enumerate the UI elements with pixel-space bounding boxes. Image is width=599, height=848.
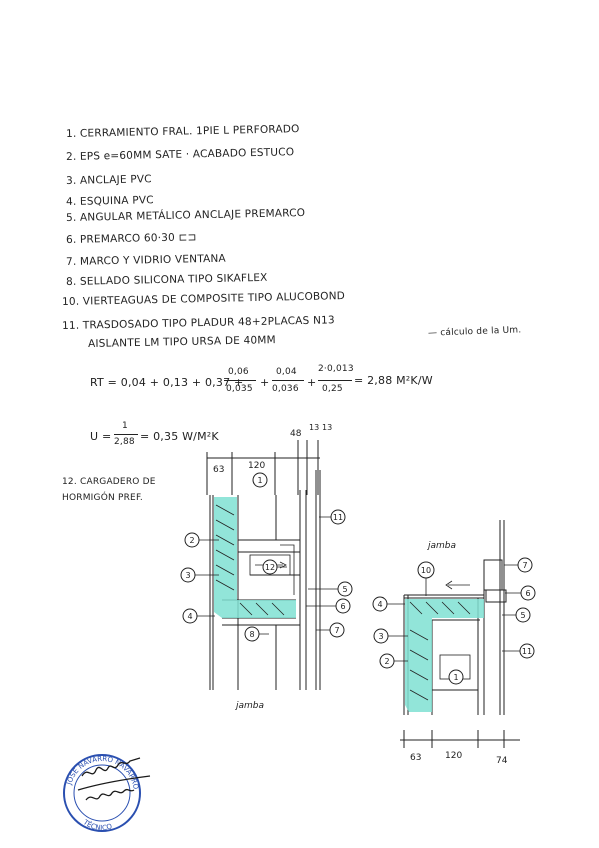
right-callout-leaders <box>387 564 521 662</box>
dim-right-120: 120 <box>445 751 462 761</box>
frac2-den: 0,036 <box>272 384 299 394</box>
callout-right-3: 3 <box>378 632 383 641</box>
official-stamp: JOSE NAVARRO NAVARRO TÉCNICO <box>63 754 141 832</box>
left-callout-leaders <box>195 516 338 635</box>
label-jamba-right: jamba <box>426 541 456 551</box>
formula-u-result: = 0,35 W/M²K <box>140 430 219 443</box>
frac2-bar <box>272 380 304 381</box>
formula-rt-result: = 2,88 M²K/W <box>354 374 433 387</box>
frac3-den: 0,25 <box>322 384 343 394</box>
plus-1: + <box>260 376 270 389</box>
dim-left-13b: 13 <box>322 423 332 432</box>
callout-right-1: 1 <box>453 673 458 682</box>
dim-left-48: 48 <box>290 429 302 439</box>
u-num: 1 <box>122 421 128 431</box>
formula-u-prefix: U = <box>90 430 112 443</box>
right-callouts <box>372 557 536 685</box>
callout-left-6: 6 <box>340 602 345 611</box>
signature <box>77 757 151 801</box>
callout-left-2: 2 <box>189 536 194 545</box>
left-insulation <box>214 497 296 618</box>
frac3-bar <box>318 380 352 381</box>
note-item-12: 12. CARGADERO DE HORMIGÓN PREF. <box>62 477 156 503</box>
left-callout-labels: 1 2 3 4 8 12 5 6 7 11 <box>185 476 347 639</box>
callout-left-11: 11 <box>333 513 343 522</box>
callout-left-12: 12 <box>265 563 275 572</box>
callout-left-5: 5 <box>342 585 347 594</box>
callout-right-7: 7 <box>522 561 527 570</box>
right-insulation <box>405 599 484 712</box>
frac1-bar <box>224 380 256 381</box>
right-insulation-hatch <box>409 580 471 701</box>
label-jamba-left: jamba <box>234 701 264 711</box>
callout-left-7: 7 <box>334 626 339 635</box>
callout-right-5: 5 <box>520 611 525 620</box>
u-bar <box>114 434 138 435</box>
dim-right-74: 74 <box>496 756 508 766</box>
dim-left-63: 63 <box>213 465 224 475</box>
dim-left-120: 120 <box>248 461 265 471</box>
plus-2: + <box>307 376 317 389</box>
callout-left-1: 1 <box>257 476 262 485</box>
callout-left-4: 4 <box>187 612 192 621</box>
frac3-num: 2·0,013 <box>318 364 354 374</box>
u-den: 2,88 <box>114 437 135 447</box>
dim-right-63: 63 <box>410 753 421 763</box>
callout-right-4: 4 <box>377 600 382 609</box>
callout-right-2: 2 <box>384 657 389 666</box>
dim-left-13a: 13 <box>309 423 319 432</box>
callout-right-6: 6 <box>525 589 530 598</box>
callout-left-3: 3 <box>185 571 190 580</box>
frac1-den: 0,035 <box>226 384 253 394</box>
formula-rt-prefix: RT = 0,04 + 0,13 + 0,37 + <box>90 376 244 389</box>
callout-right-11: 11 <box>522 647 532 656</box>
frac2-num: 0,04 <box>276 367 297 377</box>
right-detail <box>400 520 520 748</box>
left-insulation-hatch <box>215 504 295 616</box>
right-callout-labels: 10 7 6 5 4 3 2 11 1 <box>377 561 532 682</box>
callout-left-8: 8 <box>249 630 254 639</box>
frac1-num: 0,06 <box>228 367 249 377</box>
callout-right-10: 10 <box>421 566 431 575</box>
